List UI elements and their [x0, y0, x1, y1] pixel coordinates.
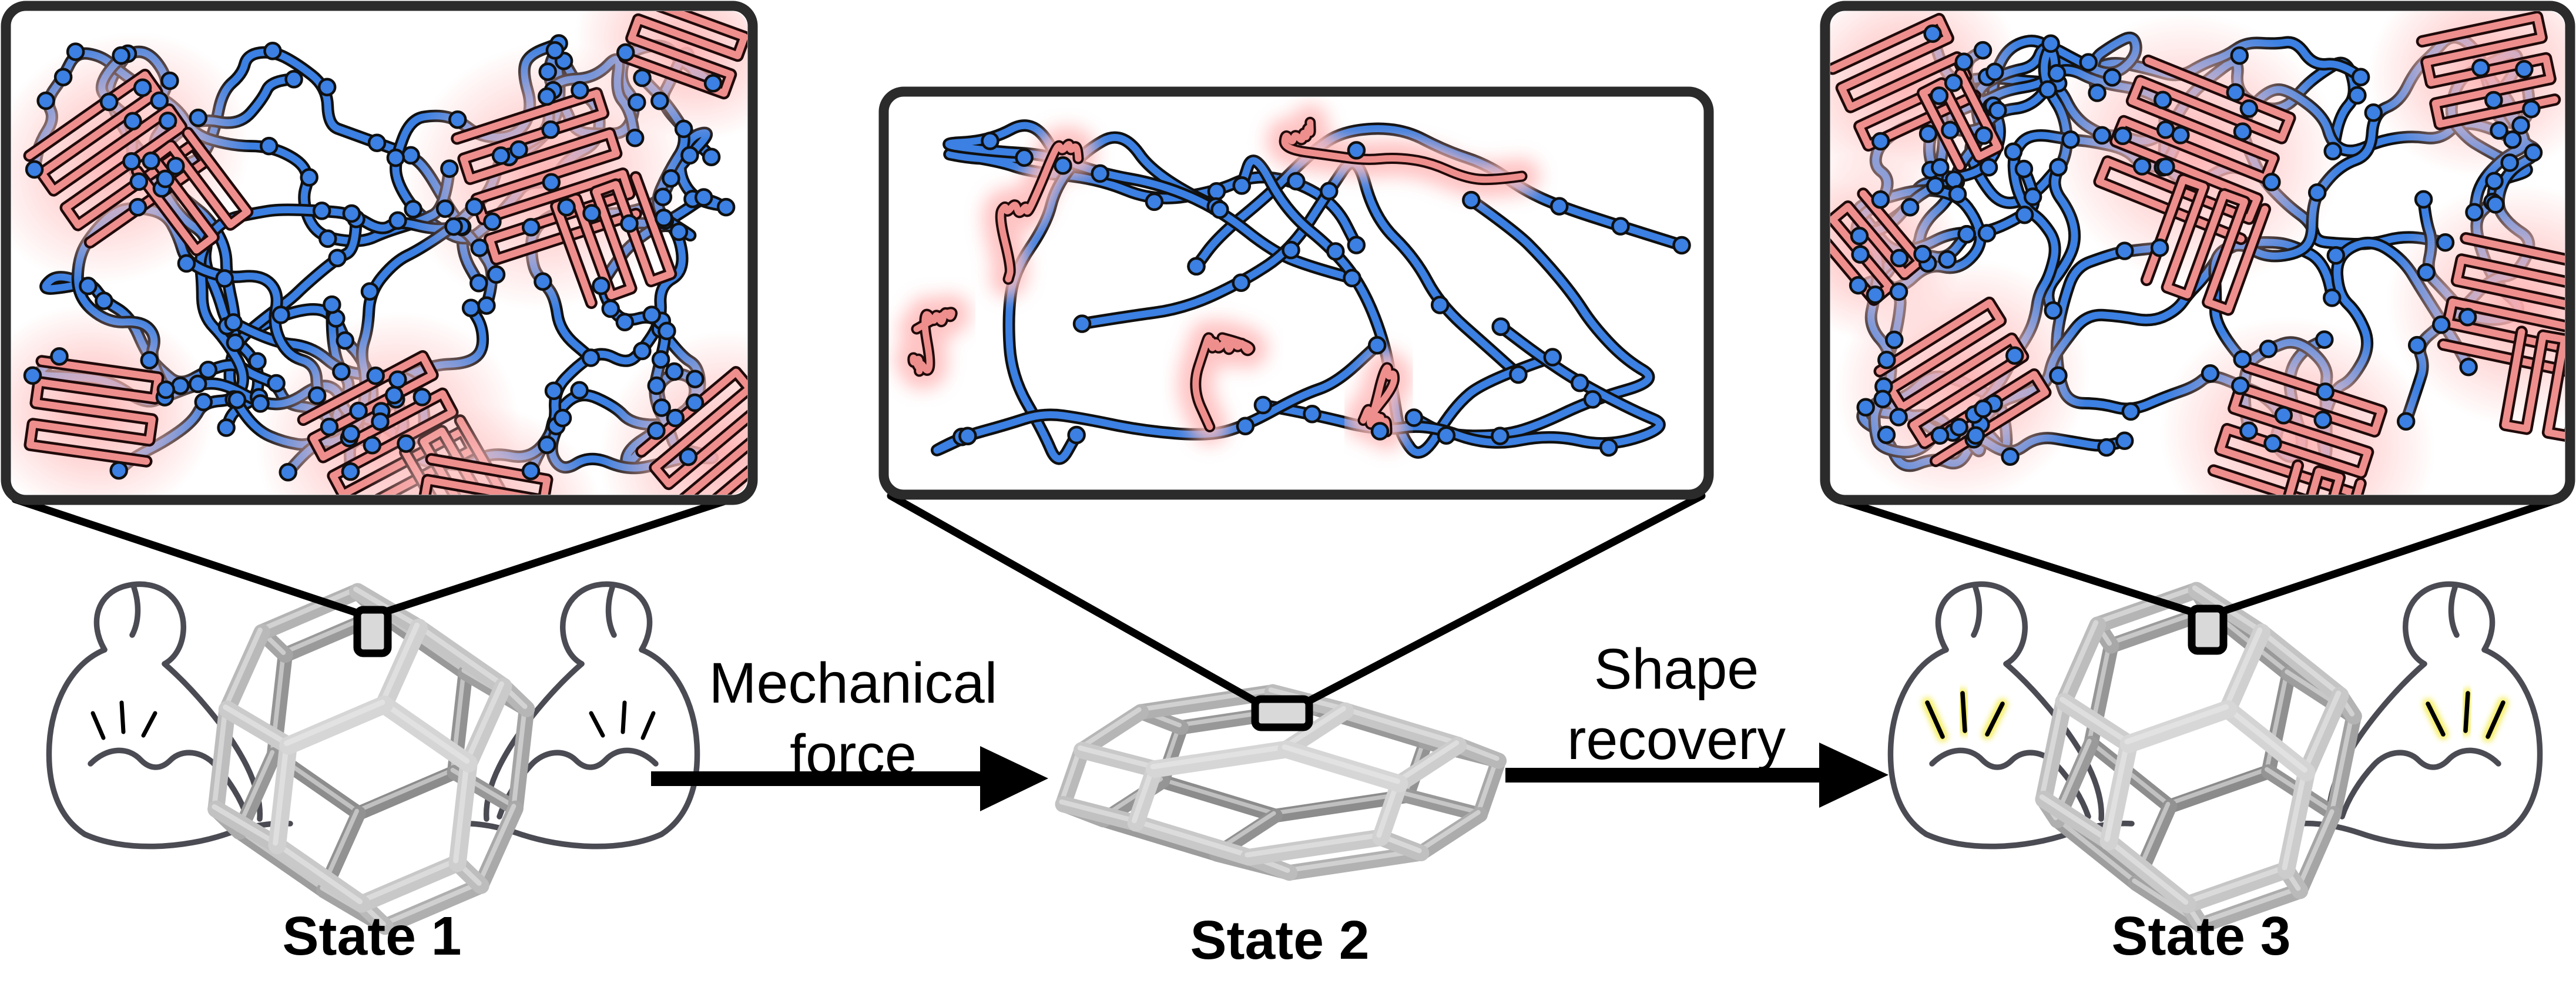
state-1-label: State 1 [283, 905, 462, 966]
folded-domain [2159, 317, 2436, 495]
stretched-chain-red [982, 126, 1096, 298]
state-2-label: State 2 [1190, 909, 1370, 971]
shape-recovery-label-line1: Shape [1594, 637, 1759, 701]
folded-domain [575, 11, 747, 140]
flexed-arm-sparkle [1887, 581, 2135, 849]
callout-line-left-state-2 [887, 492, 1264, 708]
zoom-region-marker-state-3 [2188, 605, 2228, 655]
framework-structure-state-1 [207, 583, 535, 935]
inset-panel-state-2 [878, 86, 1714, 500]
zoom-region-marker-state-2 [1251, 695, 1313, 731]
stretched-chain-red [1177, 320, 1268, 445]
folded-domain [361, 404, 603, 495]
crosslink-dots [1849, 24, 2543, 466]
shape-recovery-label-line2: recovery [1567, 707, 1786, 771]
crosslink-dots [23, 34, 736, 482]
stretched-chain-red [1266, 104, 1540, 198]
callout-line-left-state-1 [11, 495, 366, 619]
polymer-network-folded-1 [11, 11, 747, 495]
inset-panel-state-1 [1, 1, 758, 505]
callout-line-right-state-3 [2216, 495, 2562, 616]
inset-panel-state-3 [1820, 1, 2575, 505]
crosslink-dots [952, 132, 1691, 457]
flex-sparkle-icon [2423, 688, 2508, 742]
stretched-chain-red [1345, 349, 1413, 450]
folded-domain [1830, 11, 2022, 192]
panel-border [878, 86, 1714, 500]
panel-border [1820, 1, 2575, 505]
mechanical-force-label-line2: force [790, 723, 917, 787]
flex-marks-icon [589, 700, 656, 740]
folded-domain [2048, 12, 2342, 316]
flex-marks-icon [90, 700, 157, 740]
mechanical-force-arrow [651, 746, 1048, 811]
polymer-network-folded-3 [1830, 11, 2565, 495]
framework-structure-state-3 [2035, 582, 2362, 934]
panel-border [1, 1, 758, 505]
shape-recovery-arrow [1505, 743, 1889, 808]
state-3-label: State 3 [2112, 905, 2291, 966]
callout-line-right-state-1 [380, 495, 734, 616]
zoom-region-marker-state-1 [353, 606, 392, 657]
callout-line-right-state-2 [1302, 492, 1706, 707]
stretched-chain-red [894, 294, 971, 389]
structures-layer [207, 582, 2362, 935]
mechanical-force-label-line1: Mechanical [709, 651, 998, 715]
flex-sparkle-icon [1922, 688, 2008, 742]
callouts-layer [11, 492, 2562, 731]
callout-line-left-state-3 [1834, 495, 2201, 617]
polymer-network-stretched [894, 104, 1691, 465]
